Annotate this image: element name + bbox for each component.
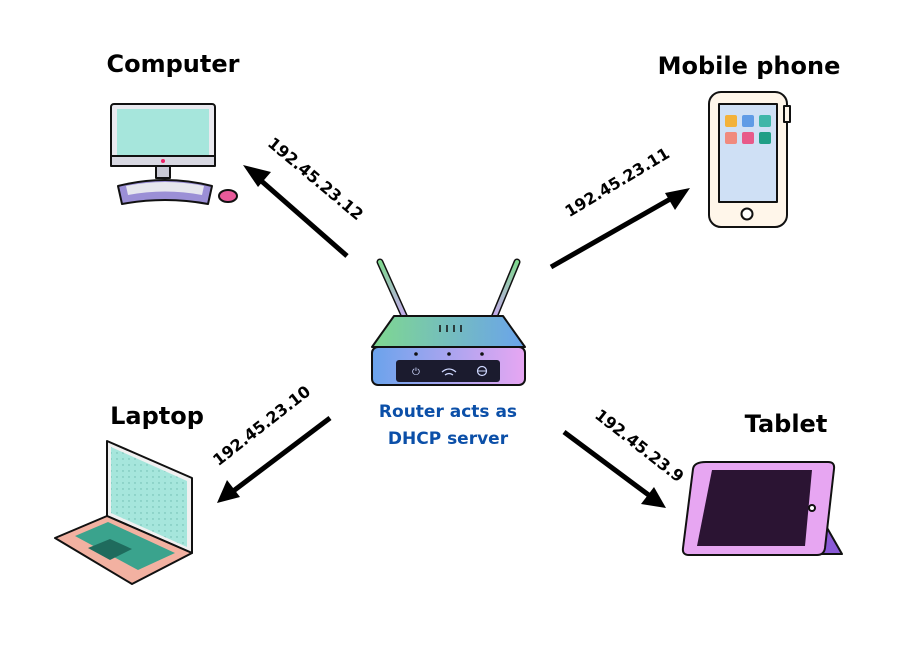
computer-label: Computer xyxy=(107,50,240,78)
arrow-to-mobile-phone xyxy=(549,188,690,270)
mobile-phone-label: Mobile phone xyxy=(658,52,841,80)
laptop-label: Laptop xyxy=(110,402,204,430)
router-icon: ⏻ xyxy=(371,258,526,386)
tablet-label: Tablet xyxy=(745,410,828,438)
arrow-to-laptop xyxy=(217,416,332,503)
ip-tablet: 192.45.23.9 xyxy=(591,405,687,486)
laptop-icon xyxy=(54,440,193,585)
computer-icon xyxy=(110,103,238,205)
tablet-icon xyxy=(681,461,843,556)
mobile-phone-icon xyxy=(708,91,791,228)
ip-computer: 192.45.23.12 xyxy=(264,133,367,224)
arrow-to-computer xyxy=(243,165,349,258)
router-caption-line1: Router acts as xyxy=(379,402,517,422)
arrow-to-tablet xyxy=(562,429,666,508)
router-caption-line2: DHCP server xyxy=(388,429,509,449)
ip-laptop: 192.45.23.10 xyxy=(209,382,314,470)
svg-text:⏻: ⏻ xyxy=(412,367,420,378)
